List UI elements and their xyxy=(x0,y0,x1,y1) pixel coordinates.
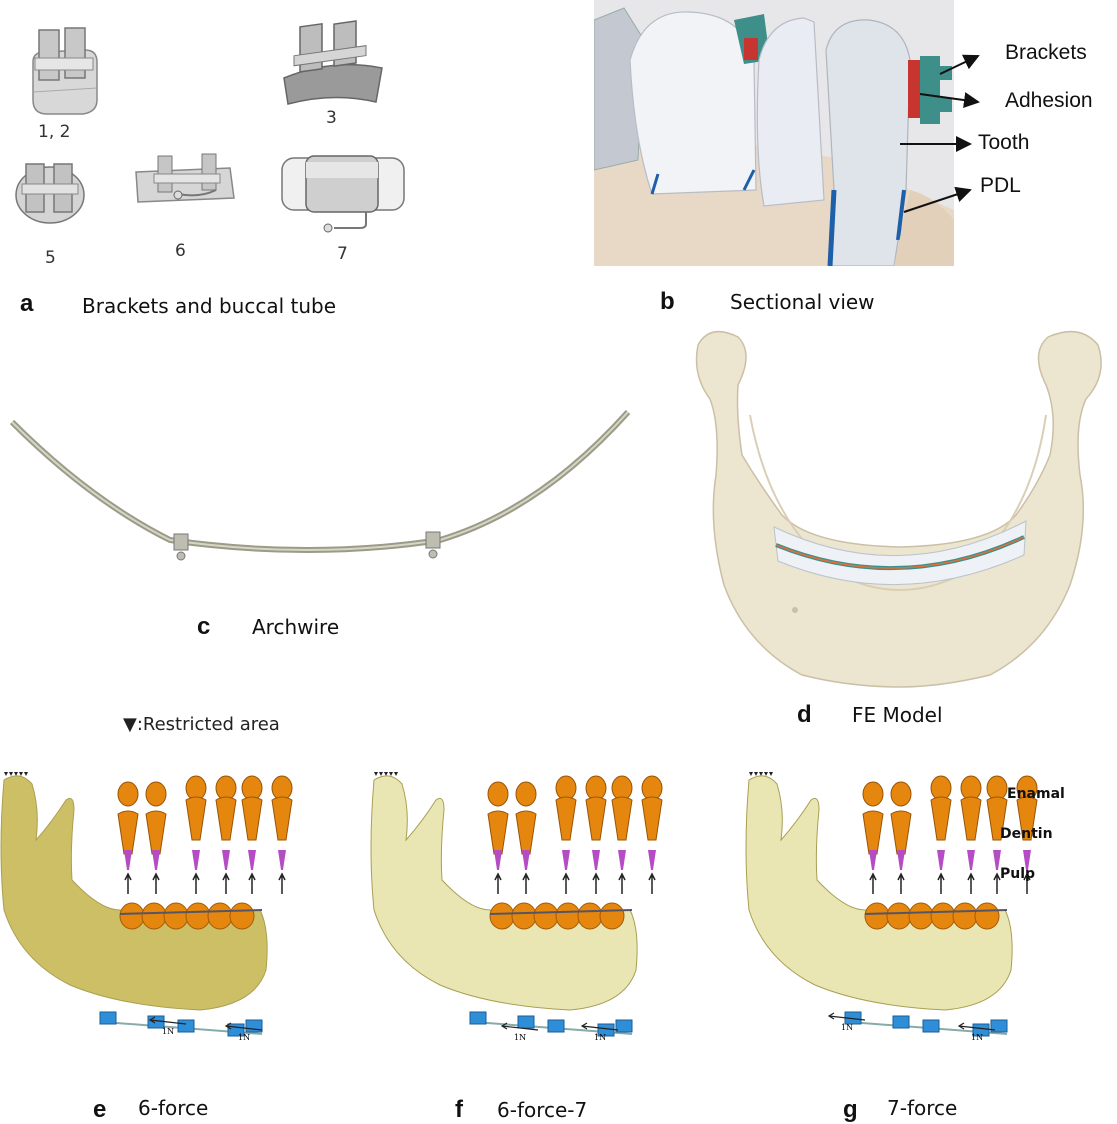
bracket-3-icon xyxy=(278,20,388,105)
panel-d-letter: d xyxy=(797,701,812,729)
panel-b-letter: b xyxy=(660,288,675,316)
force-appliance: 1N 1N xyxy=(470,1012,632,1042)
force-label: 1N xyxy=(841,1023,853,1032)
panel-a-letter: a xyxy=(20,290,33,318)
force-label: 1N xyxy=(594,1033,606,1042)
panel-c-caption: Archwire xyxy=(252,615,339,639)
tooth-layers xyxy=(118,776,292,894)
panel-g-letter: g xyxy=(843,1096,858,1124)
panel-c-letter: c xyxy=(197,613,210,641)
buccal-tube-7-icon xyxy=(278,152,408,234)
panel-g-illustration: 1N 1N xyxy=(745,770,1115,1090)
force-appliance: 1N 1N xyxy=(100,1012,262,1042)
sectional-label-arrows xyxy=(900,40,990,220)
label-enamal: Enamal xyxy=(1007,786,1065,802)
force-label: 1N xyxy=(971,1033,983,1042)
label-7: 7 xyxy=(337,244,348,264)
panel-d-caption: FE Model xyxy=(852,703,943,727)
tooth-layers xyxy=(488,776,662,894)
panel-e-letter: e xyxy=(93,1096,106,1124)
archwire-illustration xyxy=(0,400,640,570)
label-5: 5 xyxy=(45,248,56,268)
force-label: 1N xyxy=(238,1033,250,1042)
panel-a-caption: Brackets and buccal tube xyxy=(82,294,336,318)
label-pdl: PDL xyxy=(980,174,1021,198)
restricted-area-note: ▼:Restricted area xyxy=(123,714,280,735)
panel-b-caption: Sectional view xyxy=(730,290,875,314)
label-3: 3 xyxy=(326,108,337,128)
bracket-1-2-icon xyxy=(25,22,105,122)
force-appliance: 1N 1N xyxy=(829,1012,1007,1042)
label-adhesion: Adhesion xyxy=(1005,89,1093,113)
panel-e-illustration: 1N 1N xyxy=(0,770,370,1090)
panel-e-caption: 6-force xyxy=(138,1096,208,1120)
label-1-2: 1, 2 xyxy=(38,122,70,142)
label-tooth: Tooth xyxy=(978,131,1029,155)
label-brackets: Brackets xyxy=(1005,41,1087,65)
bracket-5-icon xyxy=(10,150,90,230)
force-label: 1N xyxy=(162,1027,174,1036)
label-dentin: Dentin xyxy=(1000,826,1053,842)
label-pulp: Pulp xyxy=(1000,866,1035,882)
panel-f-caption: 6-force-7 xyxy=(497,1098,587,1122)
bracket-6-icon xyxy=(130,150,240,220)
panel-g-caption: 7-force xyxy=(887,1096,957,1120)
label-6: 6 xyxy=(175,241,186,261)
panel-f-letter: f xyxy=(455,1096,463,1124)
fe-model-mandible xyxy=(690,325,1110,690)
panel-f-illustration: 1N 1N xyxy=(370,770,740,1090)
force-label: 1N xyxy=(514,1033,526,1042)
